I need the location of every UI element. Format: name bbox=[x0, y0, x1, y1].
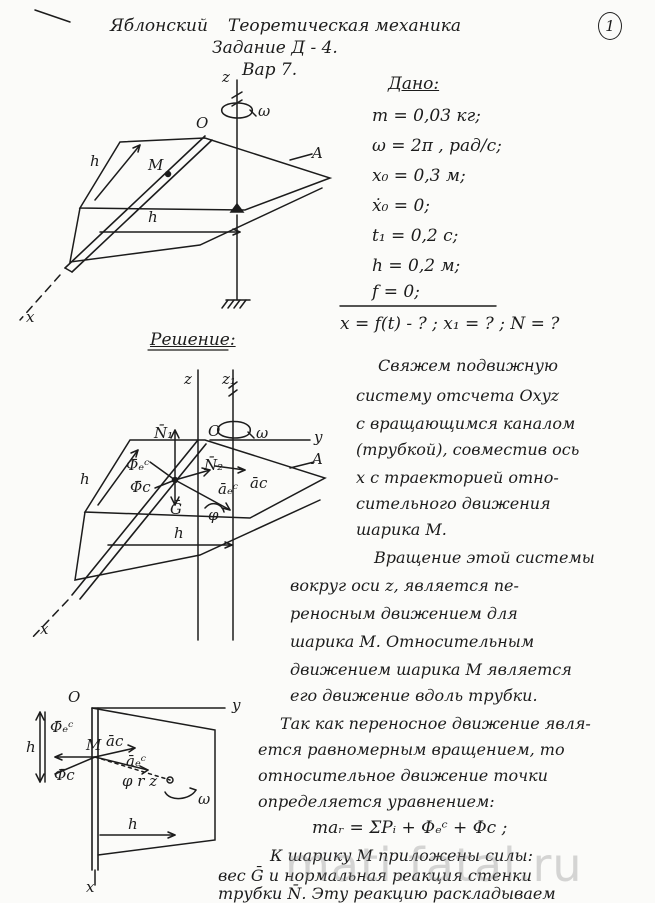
fig2-label-A: A bbox=[312, 450, 323, 468]
given-line-mass: m = 0,03 кг; bbox=[372, 106, 481, 126]
figure-1-diagram bbox=[19, 79, 333, 321]
given-line-h: h = 0,2 м; bbox=[372, 256, 461, 276]
fig1-label-h1: h bbox=[90, 152, 100, 170]
fig3-label-M: M bbox=[86, 736, 102, 754]
given-heading: Дано: bbox=[388, 74, 440, 94]
given-line-omega: ω = 2π , рад/с; bbox=[372, 136, 502, 156]
fig2-label-ac: āc bbox=[250, 474, 268, 492]
fig3-label-ae: āₑᶜ bbox=[126, 752, 147, 770]
fig3-label-O: O bbox=[68, 688, 81, 706]
fig2-label-ae: āₑᶜ bbox=[218, 480, 239, 498]
page-number: 1 bbox=[598, 12, 622, 40]
fig3-label-phi-r: φ r z bbox=[122, 772, 158, 790]
p1-line-5: x с траекторией отно- bbox=[356, 468, 559, 487]
p2-line-4: шарика M. Относительным bbox=[290, 632, 535, 651]
p1-line-1: Свяжем подвижную bbox=[378, 356, 558, 375]
p2-line-2: вокруг оси z, является пе- bbox=[290, 576, 519, 595]
fig3-label-x: x bbox=[86, 878, 95, 896]
p3-line-4: определяется уравнением: bbox=[258, 792, 495, 811]
fig3-label-h2: h bbox=[128, 815, 138, 833]
fig2-label-O: O bbox=[208, 422, 221, 440]
fig3-label-y: y bbox=[232, 696, 241, 714]
fig2-label-z1: z₁ bbox=[222, 370, 236, 388]
header-author: Яблонский bbox=[110, 16, 208, 36]
fig1-label-O: O bbox=[196, 114, 209, 132]
fig1-label-z: z bbox=[222, 68, 230, 86]
p2-line-6: его движение вдоль трубки. bbox=[290, 686, 538, 705]
fig2-label-z: z bbox=[184, 370, 192, 388]
find-line: x = f(t) - ? ; x₁ = ? ; N = ? bbox=[340, 314, 560, 334]
stray-mark bbox=[34, 9, 71, 23]
p3-line-2: ется равномерным вращением, то bbox=[258, 740, 565, 759]
p1-line-4: (трубкой), совместив ось bbox=[356, 440, 580, 459]
p3-line-3: относительное движение точки bbox=[258, 766, 548, 785]
fig2-label-h2: h bbox=[174, 524, 184, 542]
header-variant: Вар 7. bbox=[242, 60, 298, 80]
p4-line-2: вес Ḡ и нормальная реакция стенки bbox=[218, 866, 532, 885]
fig1-label-M: M bbox=[148, 156, 164, 174]
fig3-label-h1: h bbox=[26, 738, 36, 756]
fig2-label-N2: N̄₂ bbox=[204, 456, 224, 474]
fig3-label-omega: ω bbox=[198, 790, 211, 808]
p1-line-7: шарика M. bbox=[356, 520, 447, 539]
fig3-label-phi-c: Φ̄c bbox=[54, 766, 75, 784]
p2-line-1: Вращение этой системы bbox=[374, 548, 595, 567]
fig1-label-h2: h bbox=[148, 208, 158, 226]
fig2-label-h1: h bbox=[80, 470, 90, 488]
p1-line-2: систему отсчета Oxyz bbox=[356, 386, 560, 405]
fig2-label-G: Ḡ bbox=[170, 500, 182, 518]
fig2-label-y: y bbox=[314, 428, 323, 446]
fig3-label-ac: āc bbox=[106, 732, 124, 750]
p3-line-1: Так как переносное движение явля- bbox=[280, 714, 591, 733]
fig1-label-x: x bbox=[26, 308, 35, 326]
fig2-label-phi: φ bbox=[208, 506, 219, 524]
fig2-label-omega: ω bbox=[256, 424, 269, 442]
p1-line-3: с вращающимся каналом bbox=[356, 414, 576, 433]
fig1-label-omega: ω bbox=[258, 102, 271, 120]
fig1-label-A: A bbox=[312, 144, 323, 162]
p4-line-1: К шарику M приложены силы: bbox=[270, 846, 533, 865]
site-watermark: mati.fatal.ru bbox=[285, 838, 583, 892]
given-line-t1: t₁ = 0,2 с; bbox=[372, 226, 459, 246]
p1-line-6: сительного движения bbox=[356, 494, 551, 513]
given-line-x0: x₀ = 0,3 м; bbox=[372, 166, 466, 186]
fig2-label-phi-c: Φ̄c bbox=[130, 478, 151, 496]
fig2-label-N1: N̄₁ bbox=[154, 424, 174, 442]
header-subject: Теоретическая механика bbox=[228, 16, 462, 36]
figure-3-diagram bbox=[35, 707, 226, 886]
figure-2-diagram bbox=[29, 369, 327, 641]
fig2-label-x: x bbox=[40, 620, 49, 638]
given-line-x0dot: ẋ₀ = 0; bbox=[372, 196, 430, 216]
header-task: Задание Д - 4. bbox=[212, 38, 338, 58]
solution-heading: Решение: bbox=[150, 330, 236, 350]
motion-equation: maᵣ = ΣPᵢ + Φₑᶜ + Φc ; bbox=[312, 818, 508, 838]
fig2-label-phi-e: Φ̄ₑᶜ bbox=[126, 456, 150, 474]
p4-line-3: трубки N̄. Эту реакцию раскладываем bbox=[218, 884, 556, 903]
p2-line-5: движением шарика M является bbox=[290, 660, 572, 679]
given-line-f: f = 0; bbox=[372, 282, 420, 302]
p2-line-3: реносным движением для bbox=[290, 604, 518, 623]
fig1-upper-plate bbox=[78, 137, 333, 211]
fig1-lower-plate bbox=[69, 187, 323, 263]
fig3-label-phi-e: Φ̄ₑᶜ bbox=[50, 718, 74, 736]
